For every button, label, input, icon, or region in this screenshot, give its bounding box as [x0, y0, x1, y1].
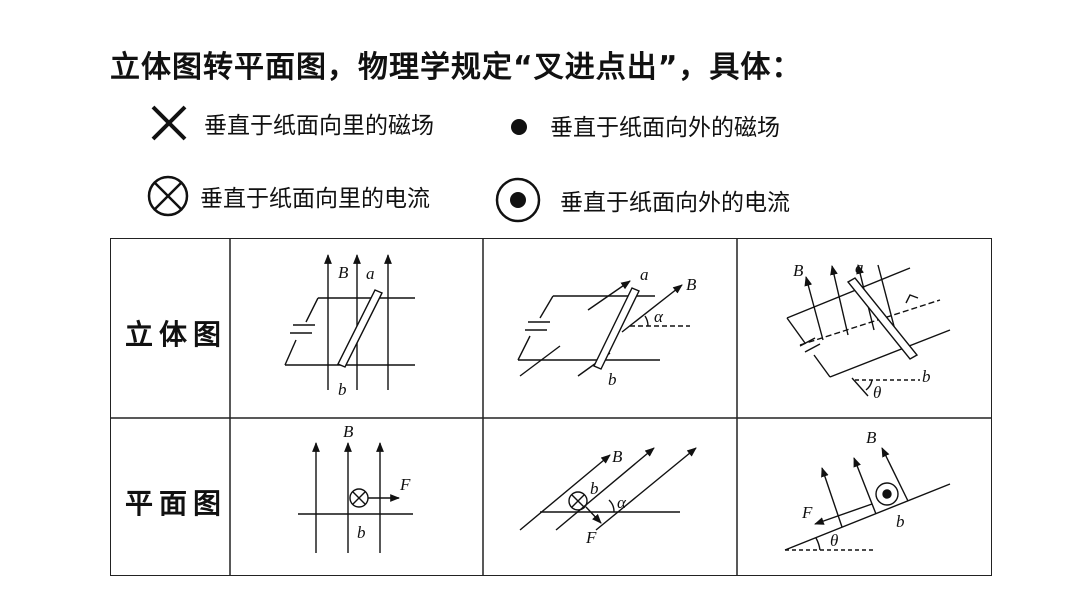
- label-B-4: B: [343, 422, 354, 441]
- label-alpha-2: α: [654, 307, 664, 326]
- label-B-3: B: [793, 261, 804, 280]
- label-B-1: B: [338, 263, 349, 282]
- label-B-2: B: [686, 275, 697, 294]
- dot-icon: [511, 119, 527, 135]
- legend-dot: 垂直于纸面向外的磁场: [508, 108, 780, 142]
- label-F-4: F: [399, 475, 411, 494]
- legend-cross-text: 垂直于纸面向里的磁场: [204, 113, 434, 139]
- label-b-2: b: [608, 370, 617, 389]
- label-B-5: B: [612, 447, 623, 466]
- label-alpha-5: α: [617, 493, 627, 512]
- diagram-3d-vertical: [284, 254, 415, 390]
- cross-icon: [151, 105, 187, 141]
- circle-dot-icon: [495, 177, 541, 223]
- legend-circle-dot-text: 垂直于纸面向外的电流: [560, 190, 790, 216]
- label-b-4: b: [357, 523, 366, 542]
- diagram-3d-inclined: [517, 280, 690, 377]
- row-label-3d: 立体图: [125, 318, 228, 351]
- diagram-2d-incline-theta: [784, 447, 951, 551]
- legend-cross: 垂直于纸面向里的磁场: [150, 104, 434, 142]
- diagram-2d-inclined: [519, 447, 697, 531]
- comparison-table: [110, 238, 992, 576]
- label-a-3: a: [855, 258, 864, 277]
- page-title: 立体图转平面图，物理学规定“叉进点出”，具体：: [110, 50, 803, 85]
- label-a-2: a: [640, 265, 649, 284]
- legend-circle-cross-text: 垂直于纸面向里的电流: [200, 186, 430, 212]
- label-a-1: a: [366, 264, 375, 283]
- label-F-5: F: [585, 528, 597, 547]
- diagram-2d-vertical: [298, 442, 413, 553]
- label-theta-3: θ: [873, 383, 881, 402]
- row-label-2d: 平面图: [125, 487, 228, 520]
- legend-dot-text: 垂直于纸面向外的磁场: [550, 115, 780, 141]
- legend-circle-cross: 垂直于纸面向里的电流: [146, 174, 430, 218]
- label-B-6: B: [866, 428, 877, 447]
- label-b-6: b: [896, 512, 905, 531]
- circle-cross-icon: [147, 175, 189, 217]
- label-b-1: b: [338, 380, 347, 399]
- label-b-3: b: [922, 367, 931, 386]
- label-theta-6: θ: [830, 531, 838, 550]
- label-F-6: F: [801, 503, 813, 522]
- diagram-3d-incline-theta: [786, 264, 951, 397]
- label-b-5: b: [590, 479, 599, 498]
- legend-circle-dot: 垂直于纸面向外的电流: [494, 176, 790, 224]
